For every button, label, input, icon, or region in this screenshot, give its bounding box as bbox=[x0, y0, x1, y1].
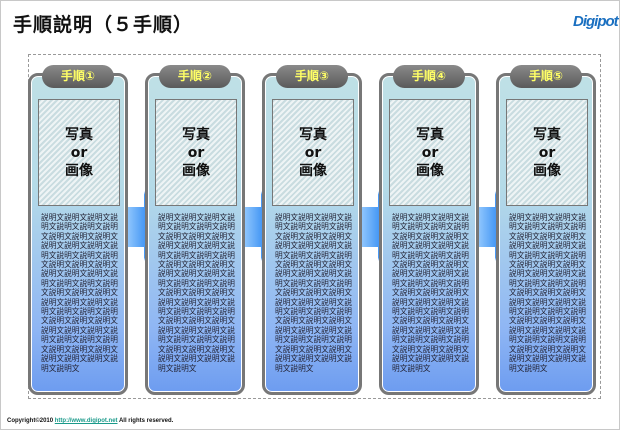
digipot-logo: Digipot bbox=[573, 13, 619, 30]
step-label: 手順⑤ bbox=[510, 65, 582, 88]
step-description: 説明文説明文説明文説明文説明文説明文説明文説明文説明文説明文説明文説明文説明文説… bbox=[392, 213, 469, 373]
step-description: 説明文説明文説明文説明文説明文説明文説明文説明文説明文説明文説明文説明文説明文説… bbox=[41, 213, 118, 373]
step-label: 手順④ bbox=[393, 65, 465, 88]
copyright: Copyright©2010 http://www.digipot.net Al… bbox=[7, 418, 174, 424]
step-label: 手順② bbox=[159, 65, 231, 88]
step-description: 説明文説明文説明文説明文説明文説明文説明文説明文説明文説明文説明文説明文説明文説… bbox=[275, 213, 352, 373]
step-label: 手順③ bbox=[276, 65, 348, 88]
step-description: 説明文説明文説明文説明文説明文説明文説明文説明文説明文説明文説明文説明文説明文説… bbox=[158, 213, 235, 373]
website-link[interactable]: http://www.digipot.net bbox=[54, 418, 118, 424]
step-description: 説明文説明文説明文説明文説明文説明文説明文説明文説明文説明文説明文説明文説明文説… bbox=[509, 213, 586, 373]
page-title: 手順説明（５手順） bbox=[13, 14, 194, 36]
step-label: 手順① bbox=[42, 65, 114, 88]
